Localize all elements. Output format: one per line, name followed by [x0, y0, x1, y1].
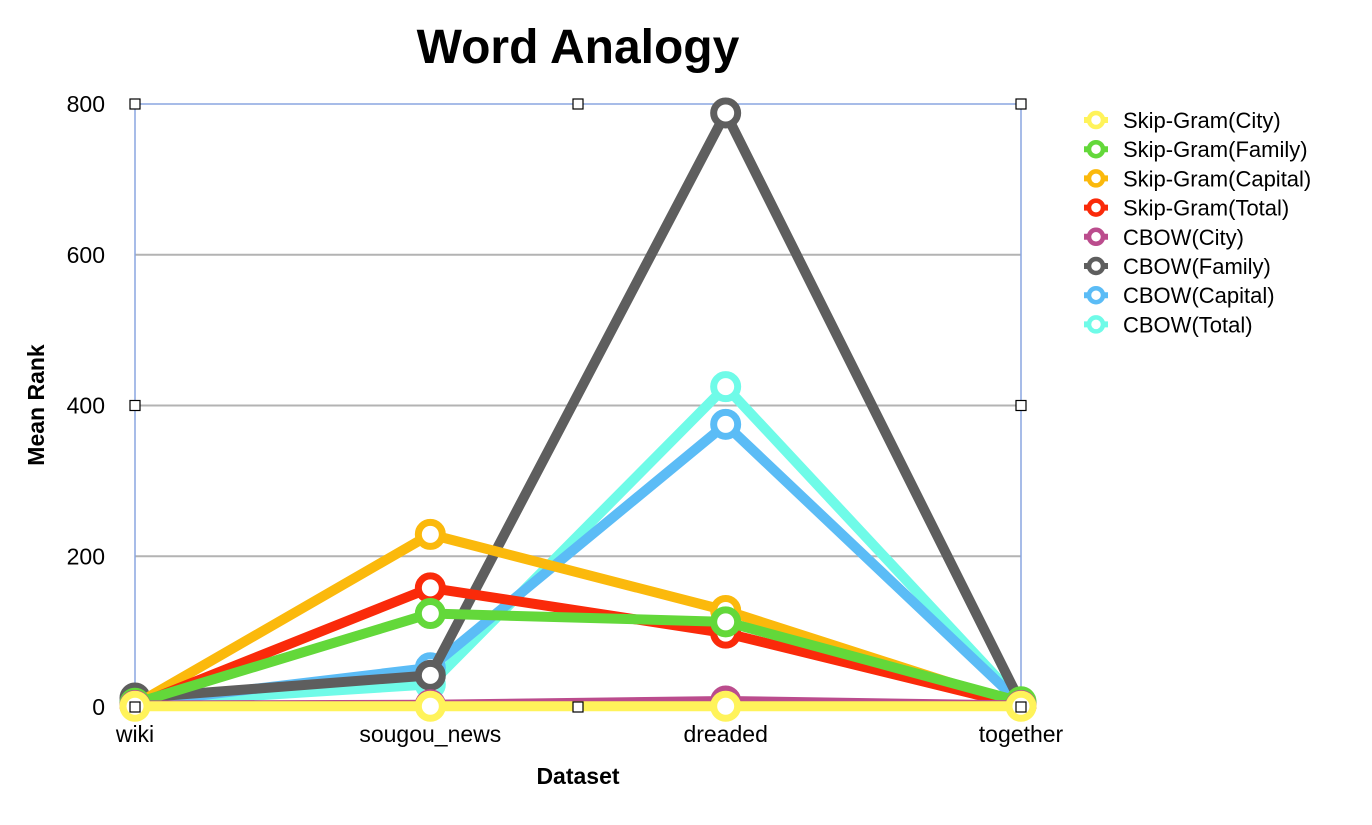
x-tick-label: sougou_news: [359, 721, 501, 747]
legend-swatch-marker: [1086, 139, 1106, 159]
y-tick-label: 400: [67, 393, 105, 419]
resize-handle[interactable]: [572, 98, 584, 110]
data-point: [414, 690, 446, 722]
y-tick-label: 600: [67, 242, 105, 268]
data-point: [414, 518, 446, 550]
x-tick-label: together: [979, 721, 1064, 747]
legend-swatch-marker: [1086, 315, 1106, 334]
data-point: [710, 690, 742, 722]
series-lines: [119, 97, 1037, 722]
resize-handle[interactable]: [129, 399, 141, 412]
legend-item: CBOW(Family): [1084, 254, 1271, 279]
resize-handle[interactable]: [1015, 701, 1027, 713]
legend: Skip-Gram(City) Skip-Gram(Family) Skip-Gra…: [1084, 108, 1311, 337]
data-point: [710, 606, 742, 638]
series-line: [130, 608, 1026, 709]
y-axis-title: Mean Rank: [23, 344, 49, 466]
x-axis-title: Dataset: [536, 763, 619, 789]
y-tick-label: 0: [92, 694, 105, 720]
resize-handle[interactable]: [129, 98, 141, 110]
x-tick-label: wiki: [115, 721, 154, 747]
legend-label: CBOW(City): [1123, 225, 1244, 250]
data-point: [414, 598, 446, 630]
x-tick-labels: wiki sougou_news dreaded together: [115, 721, 1064, 747]
resize-handles[interactable]: [129, 98, 1027, 713]
data-point: [710, 97, 742, 129]
legend-item: Skip-Gram(Capital): [1084, 166, 1311, 191]
legend-label: Skip-Gram(Total): [1123, 196, 1289, 221]
resize-handle[interactable]: [572, 701, 584, 713]
data-point: [710, 371, 742, 403]
legend-label: CBOW(Family): [1123, 254, 1271, 279]
legend-label: CBOW(Capital): [1123, 283, 1275, 308]
y-tick-label: 200: [67, 543, 105, 569]
resize-handle[interactable]: [129, 701, 141, 713]
legend-item: Skip-Gram(Family): [1084, 137, 1308, 162]
series-line: [130, 108, 1026, 709]
legend-label: Skip-Gram(Family): [1123, 137, 1308, 162]
legend-swatch-marker: [1086, 227, 1106, 247]
legend-swatch-marker: [1086, 110, 1106, 130]
legend-item: Skip-Gram(City): [1084, 108, 1281, 133]
series-cbow-family-: [119, 97, 1037, 719]
legend-swatch-marker: [1086, 198, 1106, 217]
y-tick-label: 800: [67, 91, 105, 117]
legend-label: Skip-Gram(City): [1123, 108, 1281, 133]
resize-handle[interactable]: [1015, 399, 1027, 412]
resize-handle[interactable]: [1015, 98, 1027, 110]
legend-swatch-marker: [1086, 256, 1106, 276]
legend-item: CBOW(Total): [1084, 312, 1253, 337]
gridlines: [135, 253, 1021, 558]
series-line: [130, 381, 1026, 709]
legend-item: CBOW(City): [1084, 225, 1244, 250]
legend-label: Skip-Gram(Capital): [1123, 166, 1311, 191]
legend-item: CBOW(Capital): [1084, 283, 1275, 308]
x-tick-label: dreaded: [683, 721, 767, 747]
data-point: [710, 408, 742, 440]
legend-label: CBOW(Total): [1123, 312, 1253, 337]
y-tick-labels: 0 200 400 600 800: [67, 91, 105, 720]
legend-swatch-marker: [1086, 169, 1106, 188]
chart-title: Word Analogy: [417, 21, 740, 74]
series-line: [130, 582, 1026, 711]
legend-item: Skip-Gram(Total): [1084, 196, 1289, 221]
data-point: [414, 572, 446, 604]
data-point: [414, 659, 446, 691]
legend-swatch-marker: [1086, 285, 1106, 305]
